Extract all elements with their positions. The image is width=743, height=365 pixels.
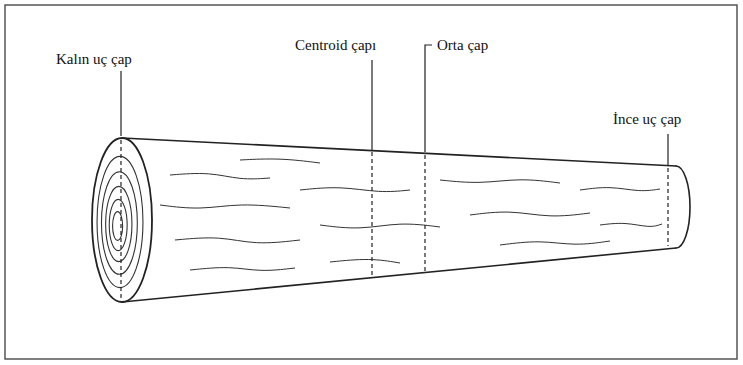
bark-line <box>330 259 400 263</box>
small-end-line <box>667 168 668 246</box>
centroid-line <box>371 152 372 278</box>
bark-line <box>500 241 610 245</box>
bark-line <box>190 268 295 271</box>
part-label: Centroid çapı <box>294 36 377 54</box>
bark-texture <box>160 159 662 270</box>
log-body <box>122 138 690 302</box>
centroid-leader <box>371 60 372 150</box>
leader-lines <box>121 45 668 165</box>
middle-leader <box>425 45 432 152</box>
large-end-leader <box>120 71 121 136</box>
bark-line <box>240 159 320 163</box>
middle-line <box>424 155 425 272</box>
bark-line <box>320 224 440 228</box>
log-top-edge <box>122 138 676 166</box>
bark-line <box>470 212 590 216</box>
bark-line <box>170 174 270 179</box>
part-label: İnce uç çap <box>612 110 682 128</box>
large-end-line <box>120 140 121 300</box>
growth-ring <box>106 186 132 261</box>
bark-line <box>175 238 300 243</box>
small-end-arc <box>676 166 690 248</box>
growth-rings <box>97 156 143 287</box>
log-bottom-edge <box>122 248 676 302</box>
part-label: Kalın uç çap <box>55 50 133 68</box>
frame <box>5 5 737 359</box>
bark-line <box>600 223 662 226</box>
part-label: Orta çap <box>436 36 489 54</box>
bark-line <box>160 205 290 208</box>
bark-line <box>580 188 660 191</box>
large-end-face <box>92 138 152 302</box>
growth-ring <box>109 199 127 250</box>
growth-ring <box>97 156 143 287</box>
bark-line <box>440 180 560 183</box>
bark-line <box>300 188 410 192</box>
diameter-lines <box>121 140 668 300</box>
growth-ring <box>101 172 137 274</box>
small-end-leader <box>667 134 668 165</box>
